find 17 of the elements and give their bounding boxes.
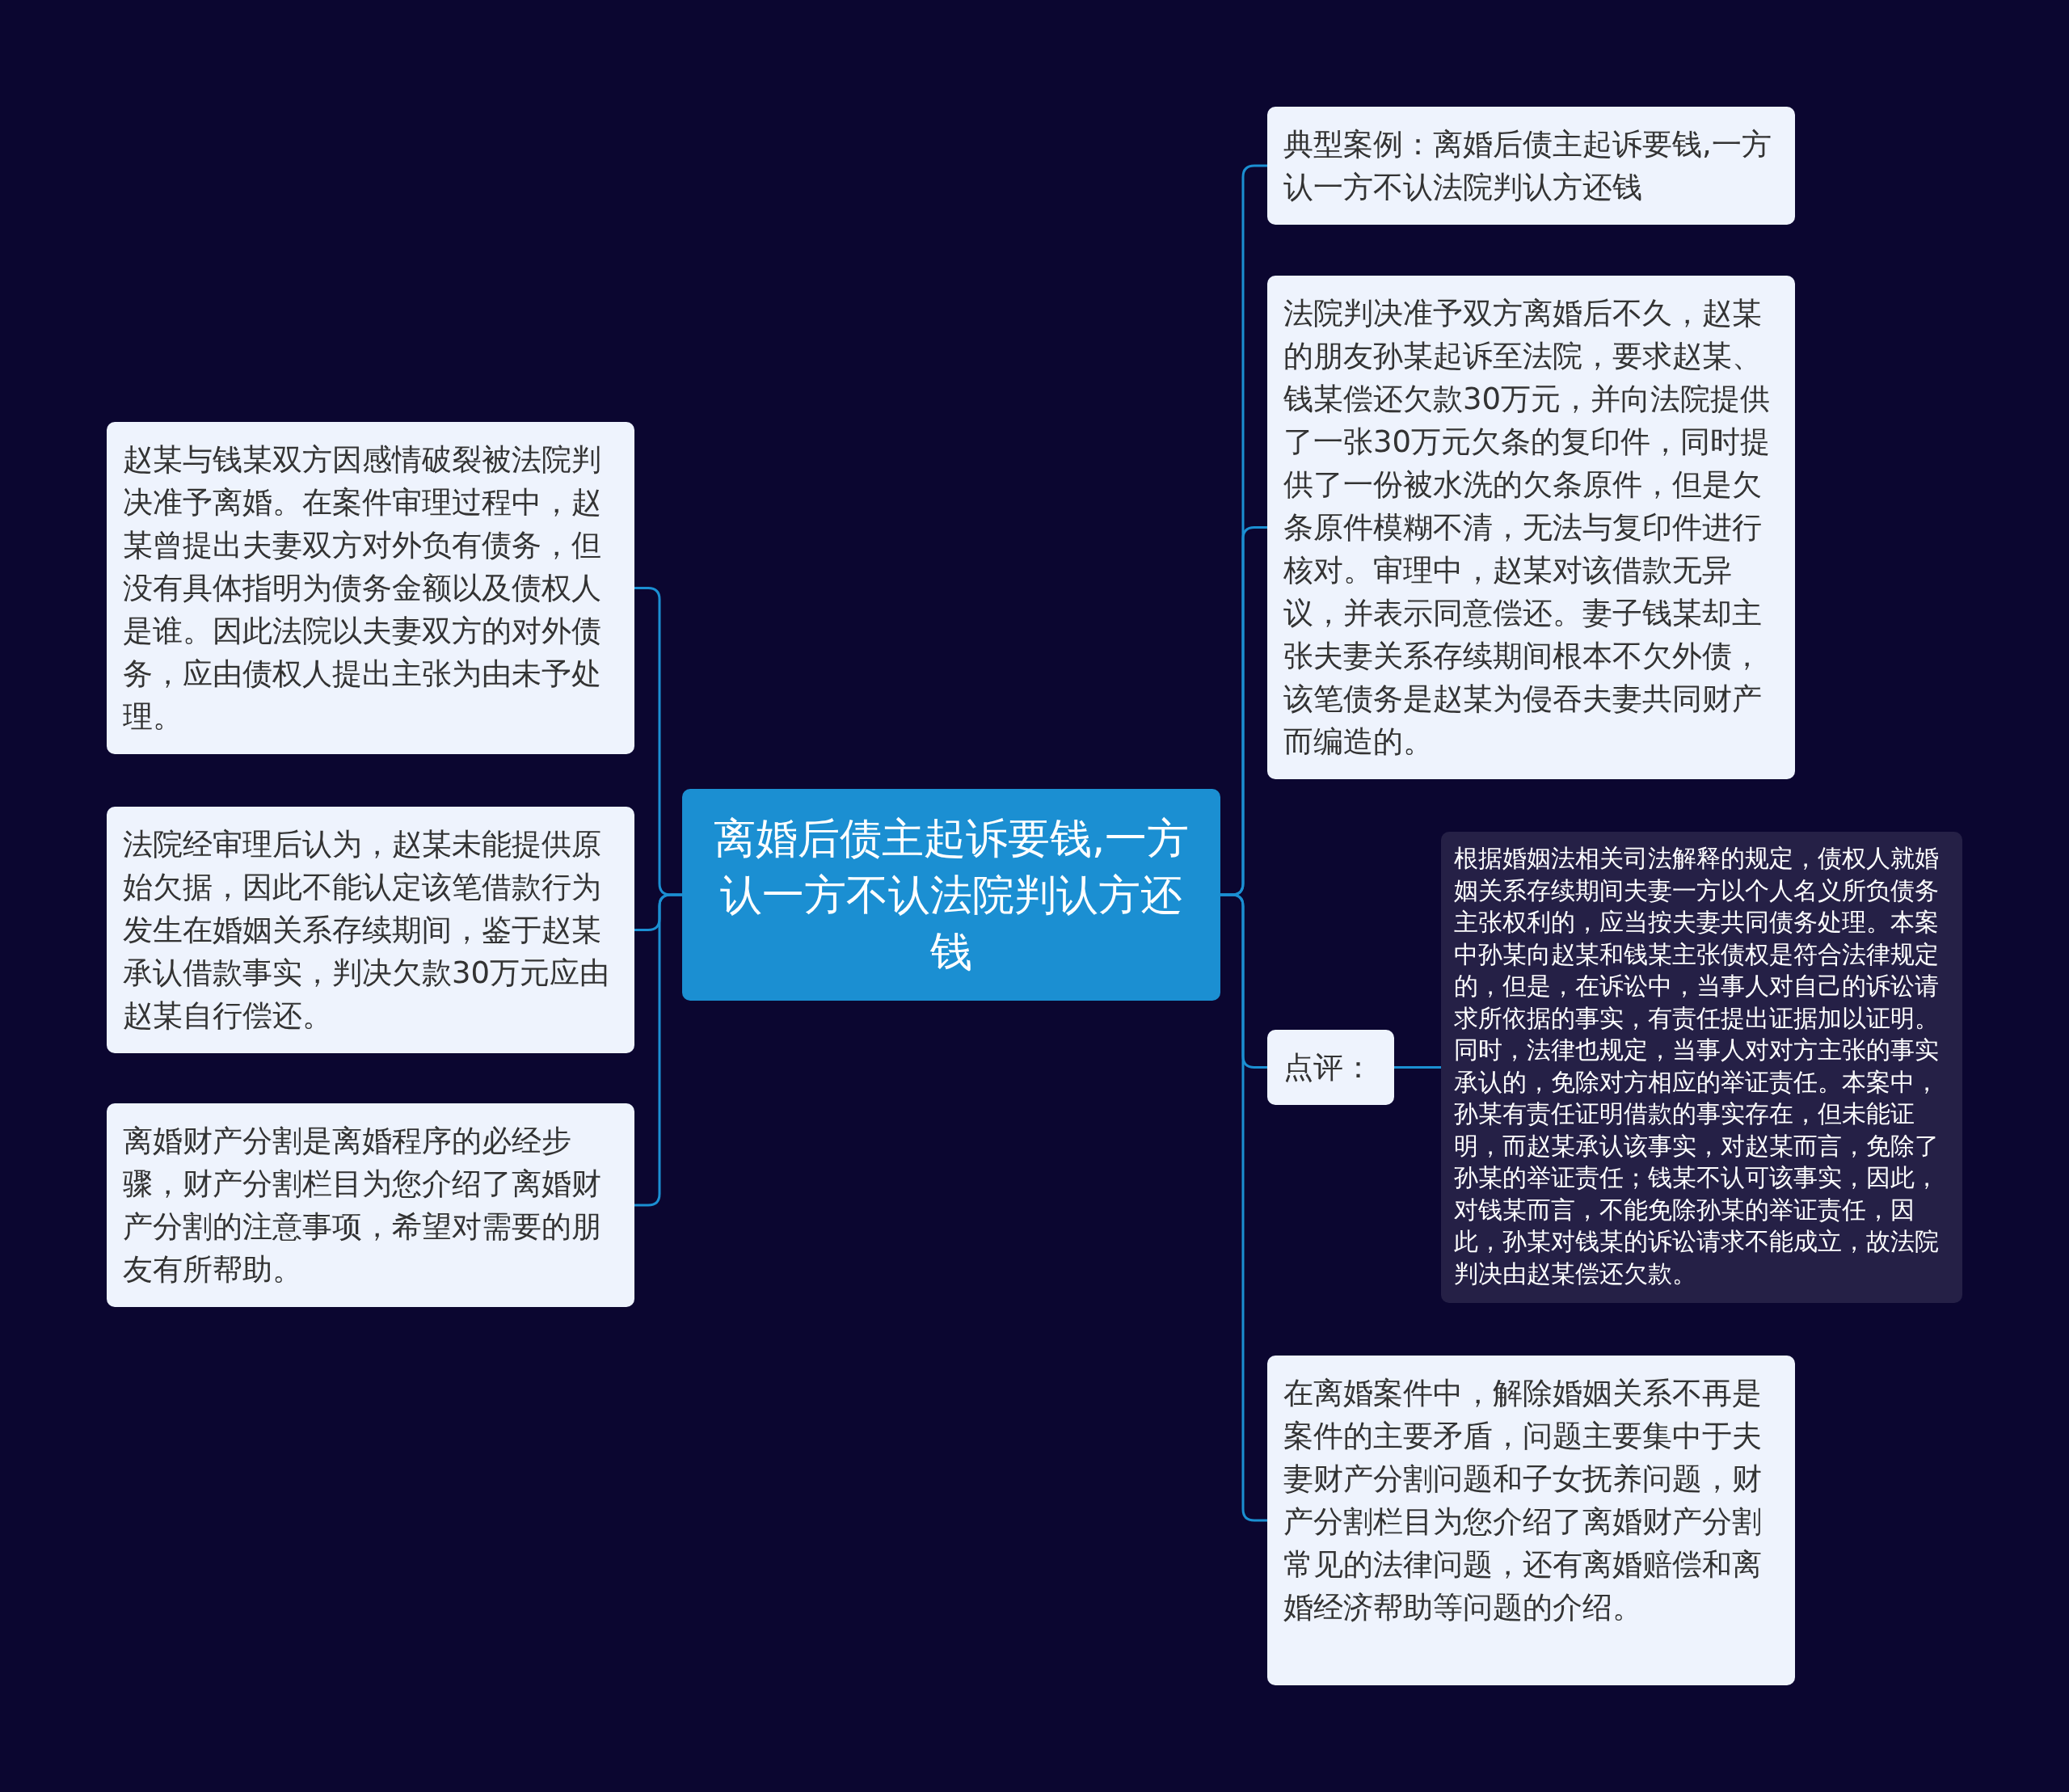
topic-text: 法院判决准予双方离婚后不久，赵某的朋友孙某起诉至法院，要求赵某、钱某偿还欠款30万元，并向法院提供了一张30万元欠条的复印件，同时提供了一份被水洗的欠条原件，但是欠条原件模糊不清，无法与复印件进行核对。审理中，赵某对该借款无异议，并表示同意偿还。妻子钱某却主张夫妻关系存续期间根本不欠外债，该笔债务是赵某为侵吞夫妻共同财产而编造的。 (1283, 295, 1772, 761)
topic-text: 法院经审理后认为，赵某未能提供原始欠据，因此不能认定该笔借款行为发生在婚姻关系存续期间，鉴于赵某承认借款事实，判决欠款30万元应由赵某自行偿还。 (123, 826, 611, 1035)
topic-card (1267, 1356, 1795, 1685)
topic-text: 赵某与钱某双方因感情破裂被法院判决准予离婚。在案件审理过程中，赵某曾提出夫妻双方对外负有债务，但没有具体指明为债务金额以及债权人是谁。因此法院以夫妻双方的对外债务，应由债权人提出主张为由未予处理。 (123, 441, 602, 736)
topic-title: 离婚后债主起诉要钱,一方认一方不认法院判认方还钱 (712, 813, 1190, 977)
topic-card (107, 422, 634, 754)
central-topic (682, 789, 1220, 1001)
topic-card (107, 1103, 634, 1307)
topic-text: 离婚财产分割是离婚程序的必经步骤，财产分割栏目为您介绍了离婚财产分割的注意事项，希望对需要的朋友有所帮助。 (123, 1123, 602, 1288)
topic-text: 典型案例：离婚后债主起诉要钱,一方认一方不认法院判认方还钱 (1283, 126, 1772, 206)
topic-card (1267, 1030, 1394, 1105)
connector-line (1394, 1066, 1441, 1069)
topic-text: 在离婚案件中，解除婚姻关系不再是案件的主要矛盾，问题主要集中于夫妻财产分割问题和子女抚养问题，财产分割栏目为您介绍了离婚财产分割常见的法律问题，还有离婚赔偿和离婚经济帮助等问题的介绍。 (1283, 1375, 1763, 1626)
topic-text: 根据婚姻法相关司法解释的规定，债权人就婚姻关系存续期间夫妻一方以个人名义所负债务主张权利的，应当按夫妻共同债务处理。本案中孙某向赵某和钱某主张债权是符合法律规定的，但是，在诉讼中，当事人对自己的诉讼请求所依据的事实，有责任提出证据加以证明。同时，法律也规定，当事人对对方主张的事实承认的，免除对方相应的举证责任。本案中，孙某有责任证明借款的事实存在，但未能证明，而赵某承认该事实，对赵某而言，免除了孙某的举证责任；钱某不认可该事实，因此，对钱某而言，不能免除孙某的举证责任，因此，孙某对钱某的诉讼请求不能成立，故法院判决由赵某偿还欠款。 (1454, 844, 1940, 1289)
topic-card (1267, 107, 1795, 225)
topic-card (107, 807, 634, 1053)
topic-text: 点评： (1283, 1049, 1373, 1086)
